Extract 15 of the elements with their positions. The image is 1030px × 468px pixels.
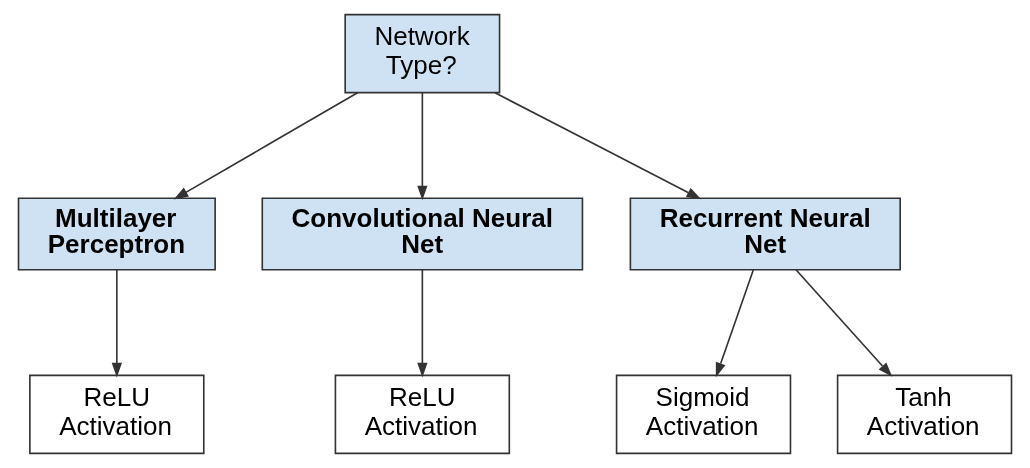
arrow xyxy=(715,268,755,378)
arrow xyxy=(173,92,359,200)
arrow xyxy=(795,268,893,377)
node-box: Network Type? xyxy=(344,13,501,94)
arrow xyxy=(494,92,702,200)
arrow xyxy=(417,92,428,201)
arrow xyxy=(111,268,122,378)
node-box: Recurrent Neural Net xyxy=(629,197,901,271)
arrow xyxy=(417,268,428,378)
node-box: Multilayer Perceptron xyxy=(17,197,216,271)
node-box: ReLU Activation xyxy=(29,374,205,455)
node-box: Tanh Activation xyxy=(836,374,1013,455)
node-box: Sigmoid Activation xyxy=(615,374,792,455)
node-box: ReLU Activation xyxy=(334,374,511,455)
node-box: Convolutional Neural Net xyxy=(261,197,584,271)
